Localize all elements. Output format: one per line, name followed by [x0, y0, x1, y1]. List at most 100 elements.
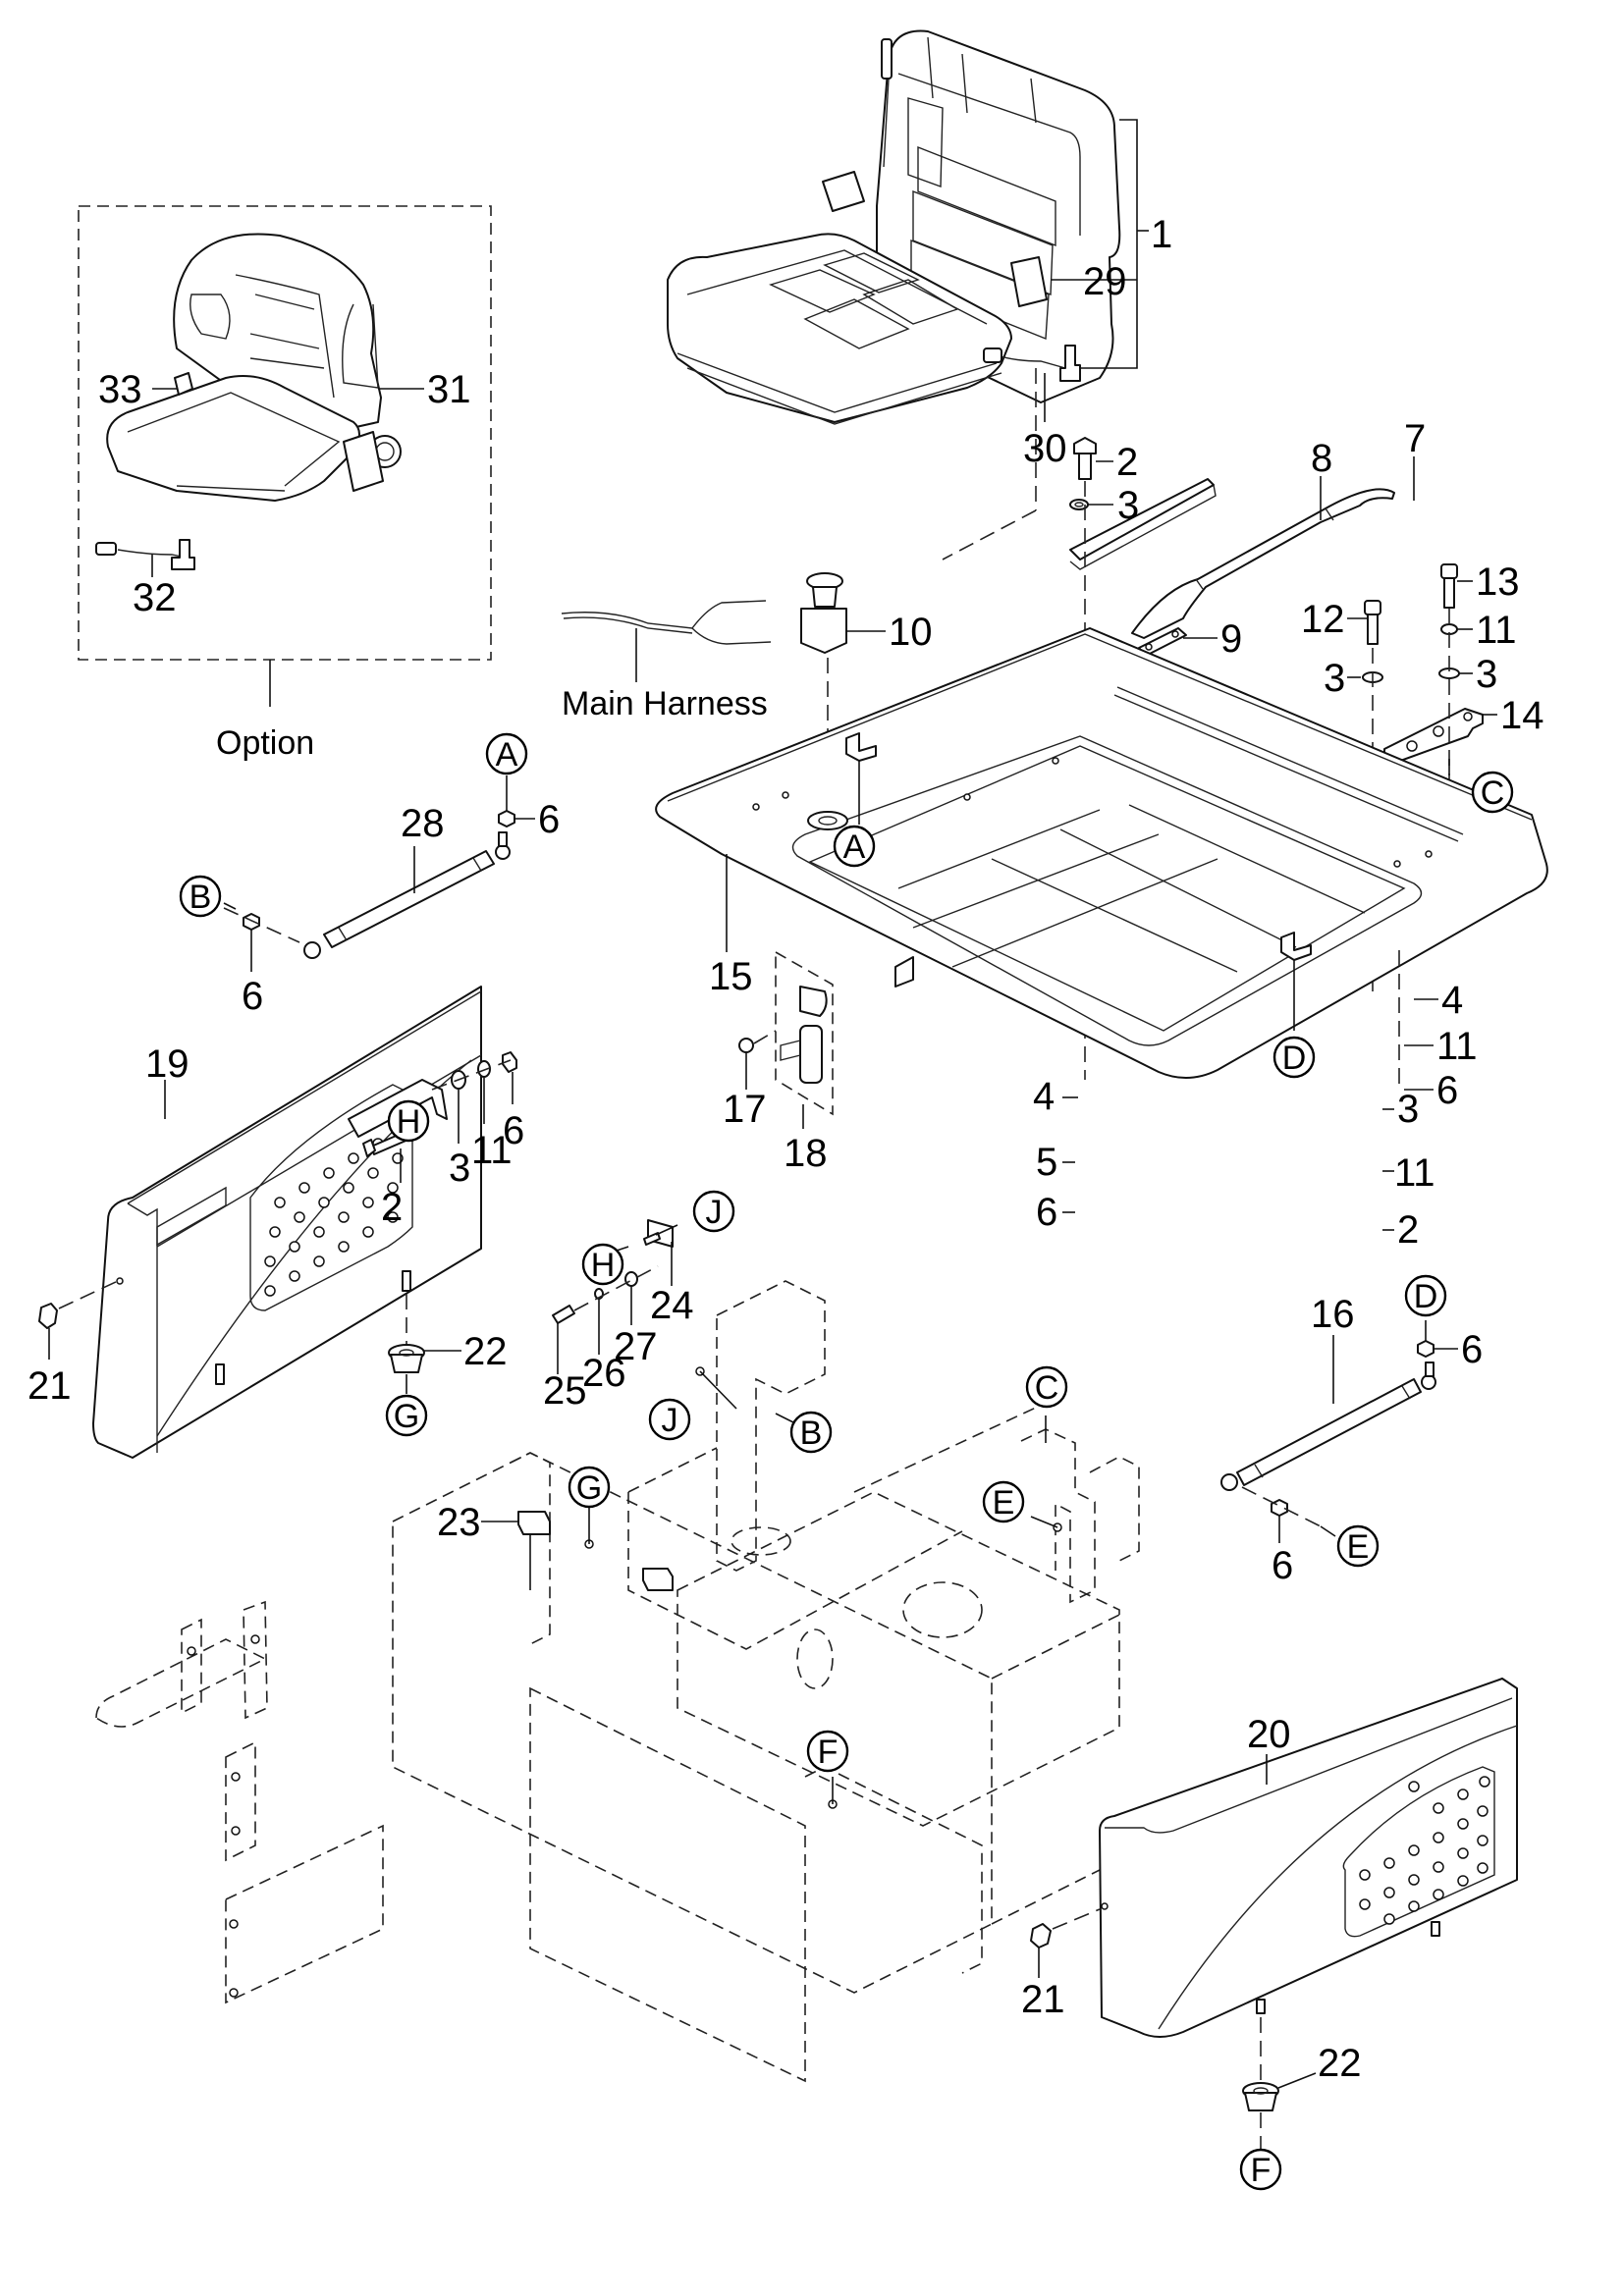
ref-B-frame: B	[789, 1411, 833, 1454]
part-label: 11	[1394, 1151, 1435, 1195]
part-label: 1	[1151, 213, 1172, 256]
svg-text:B: B	[800, 1415, 823, 1452]
part-label: 11	[1476, 609, 1517, 652]
part-label: 20	[1247, 1713, 1291, 1756]
ref-D-spring: D	[1404, 1274, 1447, 1317]
reference-letters: A A B B C C D D E E F F G G H H J J	[179, 732, 1514, 2191]
gas-spring-28-drawing	[223, 810, 515, 959]
perforation-holes	[1359, 1776, 1490, 1925]
part-label: 6	[1461, 1328, 1483, 1371]
ref-C-bracket: C	[1471, 771, 1514, 814]
part-label: 15	[709, 955, 753, 998]
part-label: 30	[1023, 427, 1067, 470]
part-label: 6	[538, 798, 560, 841]
knob-right-drawing	[1030, 1908, 1101, 1949]
part-label: 11	[1436, 1025, 1478, 1068]
grommet-right-drawing	[1242, 2017, 1279, 2150]
part-label: 8	[1311, 437, 1332, 480]
svg-text:B: B	[189, 879, 212, 916]
ref-H-cover: H	[387, 1099, 430, 1143]
part-label: 24	[650, 1284, 694, 1327]
ref-C-frame: C	[1025, 1365, 1068, 1409]
seat-assembly-drawing	[667, 29, 1121, 425]
svg-text:F: F	[818, 1734, 839, 1771]
svg-text:G: G	[576, 1469, 602, 1507]
svg-text:C: C	[1481, 774, 1505, 812]
svg-text:F: F	[1251, 2152, 1272, 2189]
part-label: 28	[401, 802, 445, 845]
part-label: 2	[1397, 1208, 1419, 1252]
grommet-left-drawing	[388, 1344, 425, 1373]
part-number-labels: 1 29 30 31 32 33 2 3 7 8 9 10 12 13 11 3…	[27, 213, 1544, 2085]
part-label: 3	[1117, 484, 1139, 527]
ref-A-top: A	[485, 732, 528, 775]
svg-text:D: D	[1414, 1278, 1438, 1315]
part-label: 3	[1397, 1088, 1419, 1131]
ref-F-frame: F	[806, 1730, 849, 1773]
option-box: Option	[78, 205, 492, 762]
part-label: 9	[1220, 617, 1242, 661]
knob-left-drawing	[38, 1277, 124, 1329]
svg-text:A: A	[496, 736, 518, 774]
ref-E-frame: E	[982, 1480, 1025, 1523]
svg-text:J: J	[662, 1402, 678, 1439]
ref-F-cover: F	[1239, 2148, 1282, 2191]
part-label: 3	[1476, 653, 1497, 696]
part-label: 19	[145, 1042, 189, 1086]
handle-rail-drawing	[942, 368, 1484, 1080]
part-label: 6	[242, 975, 263, 1018]
svg-text:C: C	[1035, 1369, 1059, 1407]
part-label: 11	[471, 1129, 513, 1172]
ref-H-pin: H	[581, 1243, 624, 1286]
part-label: 31	[427, 368, 471, 411]
part-label: 2	[1116, 441, 1138, 484]
part-label: 3	[449, 1147, 470, 1190]
part-label: 6	[1272, 1544, 1293, 1587]
emergency-switch-drawing: Main Harness	[561, 572, 847, 820]
ref-G-frame: G	[568, 1466, 611, 1509]
svg-text:E: E	[993, 1484, 1015, 1522]
gas-spring-16-drawing	[1220, 1340, 1436, 1527]
option-label: Option	[216, 724, 314, 762]
part-label: 4	[1441, 979, 1463, 1022]
part-label: 17	[723, 1088, 767, 1131]
part-label: 21	[1021, 1978, 1065, 2021]
svg-text:G: G	[394, 1398, 419, 1435]
ref-A-plate: A	[833, 825, 876, 868]
right-side-cover-drawing	[1099, 1678, 1518, 2038]
part-label: 6	[1436, 1069, 1458, 1112]
part-label: 29	[1083, 260, 1127, 303]
optional-seat-drawing	[95, 233, 402, 570]
ref-D-plate: D	[1272, 1036, 1316, 1079]
part-label: 21	[27, 1364, 72, 1408]
part-label: 2	[381, 1186, 403, 1229]
part-label: 12	[1301, 598, 1345, 641]
frame-drawing	[95, 1280, 1140, 2083]
part-label: 5	[1036, 1141, 1057, 1184]
part-label: 4	[1033, 1075, 1055, 1118]
ref-E-spring: E	[1336, 1524, 1380, 1568]
hood-plate-drawing	[655, 627, 1548, 1080]
part-label: 6	[1036, 1191, 1057, 1234]
svg-text:E: E	[1347, 1528, 1370, 1566]
leader-lines	[48, 119, 1497, 2089]
svg-text:J: J	[706, 1194, 723, 1231]
part-label: 18	[784, 1132, 828, 1175]
part-label: 32	[133, 576, 177, 619]
part-label: 14	[1500, 694, 1544, 737]
ref-B-spring: B	[179, 875, 222, 918]
part-label: 22	[1318, 2042, 1362, 2085]
part-label: 6	[503, 1109, 524, 1152]
part-label: 10	[889, 611, 933, 654]
part-label: 27	[614, 1325, 658, 1368]
part-label: 25	[543, 1369, 587, 1413]
part-label: 16	[1311, 1293, 1355, 1336]
main-harness-label: Main Harness	[562, 685, 768, 722]
ref-G-cover: G	[385, 1394, 428, 1437]
part-label: 23	[437, 1501, 481, 1544]
svg-text:H: H	[397, 1103, 421, 1141]
svg-text:A: A	[843, 828, 866, 866]
ref-J-frame: J	[648, 1398, 691, 1441]
part-label: 3	[1324, 657, 1345, 700]
